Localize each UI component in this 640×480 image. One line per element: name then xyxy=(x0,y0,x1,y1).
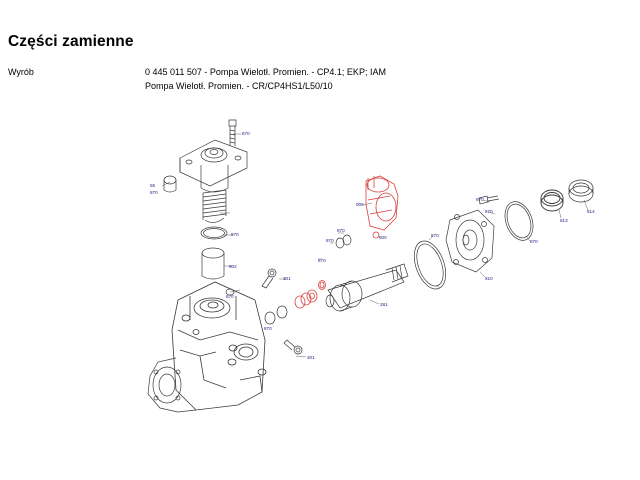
product-description-line2: Pompa Wielotł. Promien. - CR/CP4HS1/L50/… xyxy=(145,81,333,91)
seal-ring-left xyxy=(264,311,276,325)
callout-870i: 870 xyxy=(476,197,484,202)
leader-lines xyxy=(161,133,589,358)
callout-910: 910 xyxy=(485,276,493,281)
o-ring-upper xyxy=(200,226,228,240)
cap-part xyxy=(163,175,177,193)
banjo-fitting-lower xyxy=(283,339,303,355)
callout-870d: 870 xyxy=(226,294,234,299)
callout-870f: 870 xyxy=(337,228,345,233)
shaft-seal-814 xyxy=(568,179,594,203)
top-bolt xyxy=(228,119,237,146)
callout-006: 006 xyxy=(356,202,364,207)
callout-870c: 870 xyxy=(231,232,239,237)
callout-870a: 870 xyxy=(242,131,250,136)
callout-301a: 301 xyxy=(283,276,291,281)
callout-870b: 870 xyxy=(150,190,158,195)
page-title: Części zamienne xyxy=(8,33,134,50)
flange-bolt xyxy=(478,195,500,205)
valve-o-ring xyxy=(335,237,345,249)
pump-housing xyxy=(171,281,267,411)
callout-55: 55 xyxy=(150,183,156,188)
highlighted-o-ring xyxy=(318,280,326,290)
callout-870h: 870 xyxy=(318,258,326,263)
shaft-seal-813 xyxy=(540,189,564,212)
pump-rear-flange xyxy=(147,357,197,413)
drive-shaft xyxy=(325,263,409,312)
callout-813: 813 xyxy=(560,218,568,223)
pump-head-flange xyxy=(179,139,248,193)
callout-870e: 870 xyxy=(264,326,272,331)
roller-tappet xyxy=(201,247,225,280)
callout-labels: 870 55 870 870 802 301 870 870 301 006 8… xyxy=(150,131,595,360)
plunger-spring xyxy=(202,189,227,223)
banjo-fitting-upper xyxy=(261,268,277,289)
product-description-line1: 0 445 011 507 - Pompa Wielotł. Promien. … xyxy=(145,67,386,77)
large-o-ring xyxy=(413,240,447,290)
callout-800: 800 xyxy=(379,235,387,240)
callout-870g: 870 xyxy=(326,238,334,243)
front-flange xyxy=(445,209,495,273)
callout-870j: 870 xyxy=(485,209,493,214)
callout-301b: 301 xyxy=(307,355,315,360)
small-seal-ring xyxy=(225,288,235,296)
product-label: Wyrób xyxy=(8,67,34,77)
callout-814: 814 xyxy=(587,209,595,214)
flange-o-ring xyxy=(504,201,534,241)
highlighted-seal-stack xyxy=(294,289,318,309)
callout-870k: 870 xyxy=(530,239,538,244)
metering-valve xyxy=(365,175,399,239)
callout-281: 281 xyxy=(380,302,388,307)
callout-870l: 870 xyxy=(431,233,439,238)
callout-802: 802 xyxy=(229,264,237,269)
